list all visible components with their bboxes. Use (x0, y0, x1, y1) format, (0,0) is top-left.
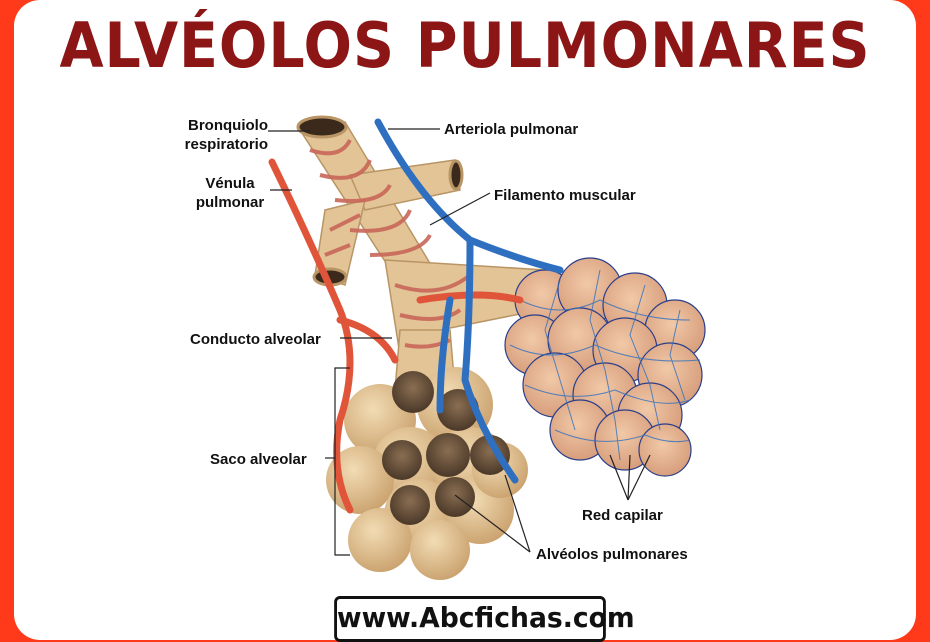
label-conducto: Conducto alveolar (190, 330, 321, 349)
bronchiole-opening (298, 117, 346, 137)
website-badge[interactable]: www.Abcfichas.com (334, 596, 606, 642)
label-filamento: Filamento muscular (494, 186, 636, 205)
label-alveolos: Alvéolos pulmonares (536, 545, 688, 564)
label-arteriola: Arteriola pulmonar (444, 120, 578, 139)
capillary-cluster (505, 258, 705, 476)
label-bronquiolo: Bronquiolo respiratorio (168, 116, 268, 154)
label-saco: Saco alveolar (210, 450, 307, 469)
alveoli-diagram (0, 0, 930, 620)
label-red-capilar: Red capilar (582, 506, 663, 525)
label-venula: Vénula pulmonar (190, 174, 270, 212)
